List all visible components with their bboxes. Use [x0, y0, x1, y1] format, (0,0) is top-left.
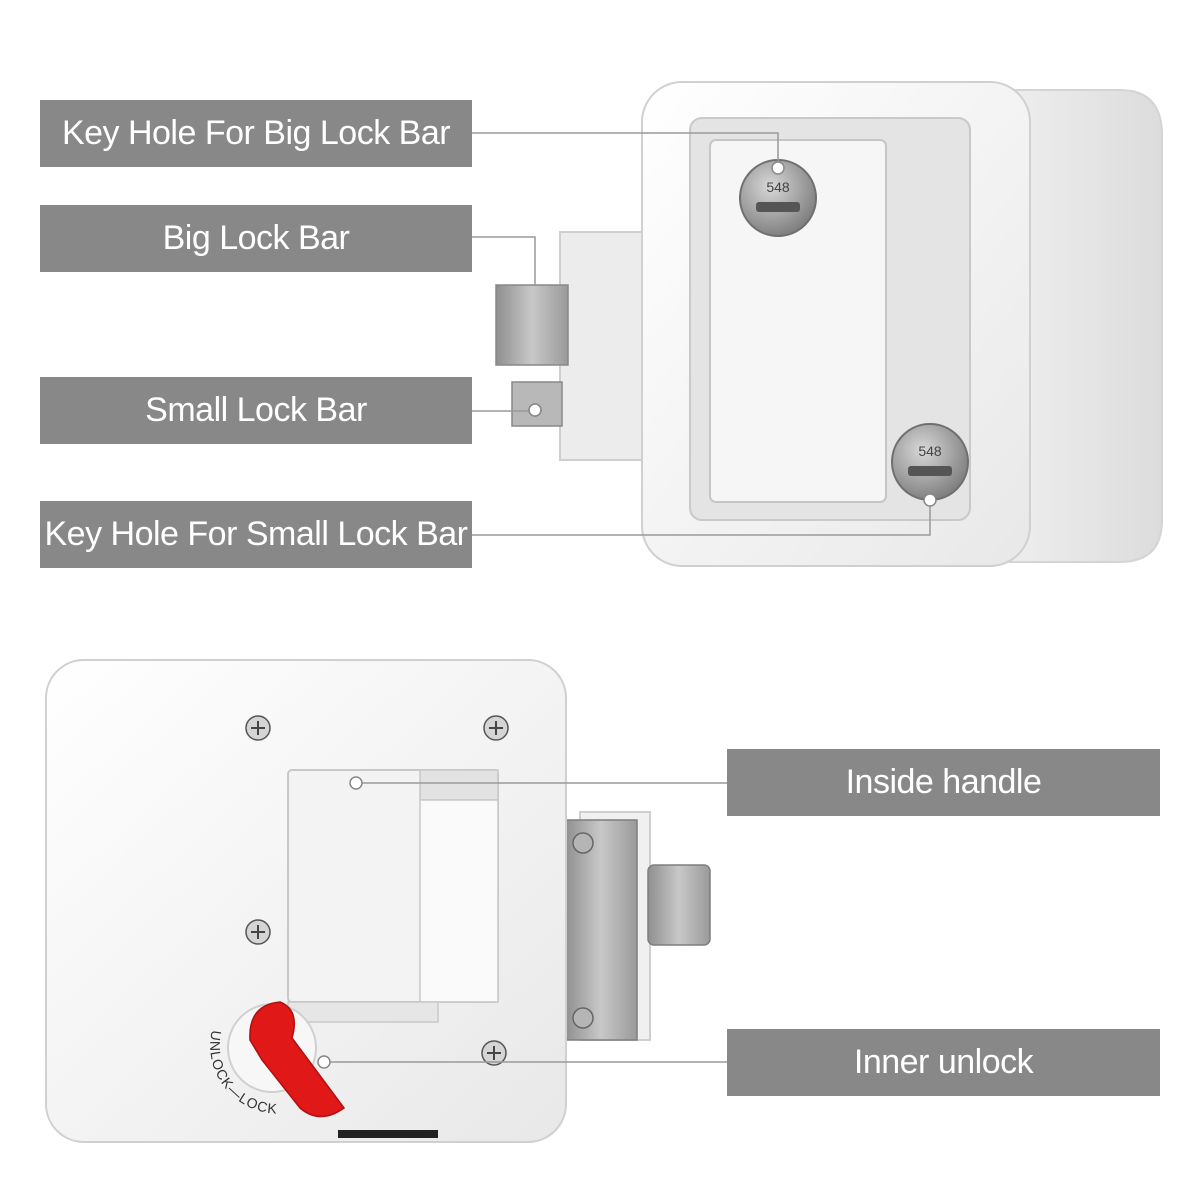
latch-bolt: [647, 864, 711, 946]
label-key-hole-big-lock-bar: Key Hole For Big Lock Bar: [40, 100, 472, 167]
key-code-bottom: 548: [918, 443, 942, 459]
inside-handle: [287, 769, 499, 1023]
callout-dot-icon: [317, 1055, 331, 1069]
callout-dot-icon: [349, 776, 363, 790]
callout-dot-icon: [528, 403, 542, 417]
label-small-lock-bar: Small Lock Bar: [40, 377, 472, 444]
label-inside-handle: Inside handle: [727, 749, 1160, 816]
callout-dot-icon: [771, 161, 785, 175]
label-big-lock-bar: Big Lock Bar: [40, 205, 472, 272]
key-code-top: 548: [766, 179, 790, 195]
lock-side-housing: [1009, 89, 1163, 563]
callout-line-key-hole-big: [472, 132, 779, 165]
exterior-lock-view: 548 548: [495, 81, 1163, 567]
top-key-cylinder: 548: [739, 159, 817, 237]
bottom-key-cylinder: 548: [891, 423, 969, 501]
callout-dot-icon: [923, 493, 937, 507]
plate-shadow-edge: [338, 1130, 438, 1138]
bottom-callout-dots: [317, 776, 363, 1069]
callout-line-big-lock-bar: [472, 236, 536, 285]
top-callout-dots: [528, 161, 937, 507]
interior-lock-view: UNLOCK—LOCK: [45, 659, 711, 1143]
callout-line-key-hole-small: [472, 502, 931, 536]
screw-slots: [251, 721, 503, 1060]
label-key-hole-small-lock-bar: Key Hole For Small Lock Bar: [40, 501, 472, 568]
label-inner-unlock: Inner unlock: [727, 1029, 1160, 1096]
paddle-handle: [709, 139, 887, 503]
bottom-callout-lines: [324, 782, 727, 1063]
latch-housing: [559, 231, 651, 461]
top-callout-lines: [472, 132, 931, 536]
bracket-screw-icon: [572, 832, 594, 854]
bracket-screw-icon: [572, 1007, 594, 1029]
red-unlock-lever[interactable]: [249, 1001, 346, 1118]
big-lock-bar: [495, 284, 569, 366]
latch-mount-bracket: [564, 819, 638, 1041]
